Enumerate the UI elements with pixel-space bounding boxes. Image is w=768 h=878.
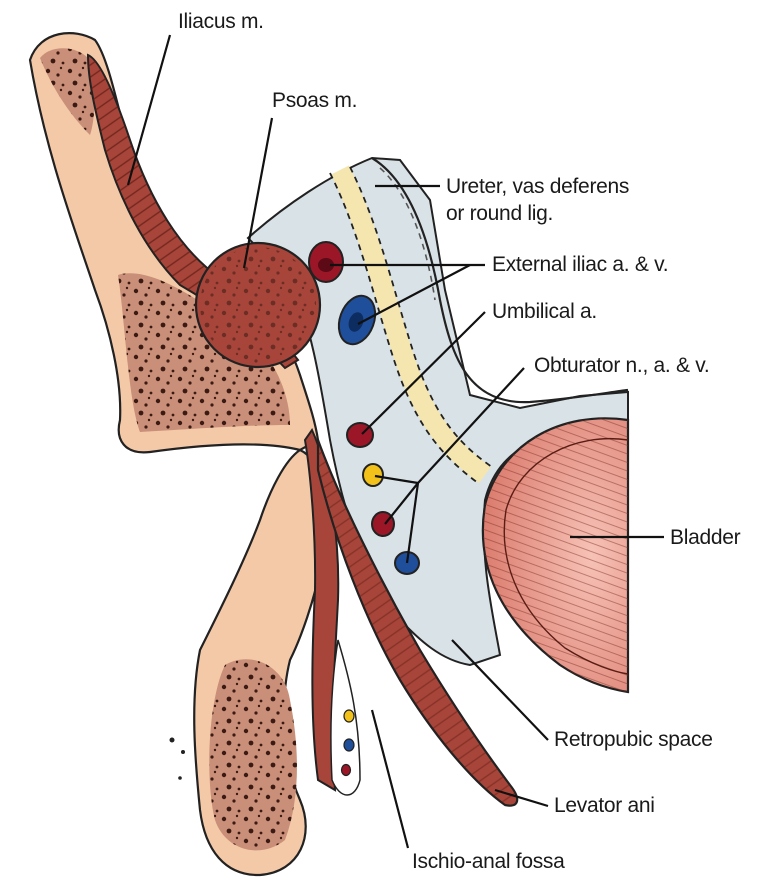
label-ureter-line1: Ureter, vas deferens	[446, 175, 629, 198]
label-obturator: Obturator n., a. & v.	[534, 354, 709, 377]
label-external-iliac: External iliac a. & v.	[492, 253, 668, 276]
pubic-marrow-speckle	[209, 659, 297, 850]
label-retropubic: Retropubic space	[554, 728, 713, 751]
obturator-nerve	[363, 464, 383, 486]
dot-mark	[178, 776, 182, 780]
leader-ischioanal	[372, 710, 408, 848]
dot-mark	[170, 738, 175, 743]
label-ureter-line2: or round lig.	[446, 202, 553, 225]
fossa-artery	[342, 765, 351, 776]
label-psoas: Psoas m.	[272, 89, 357, 112]
label-iliacus: Iliacus m.	[178, 10, 264, 33]
fossa-vein	[344, 739, 354, 751]
dot-mark	[181, 750, 185, 754]
leader-iliacus	[128, 35, 170, 185]
label-levator: Levator ani	[554, 794, 655, 817]
label-bladder: Bladder	[670, 526, 741, 549]
psoas-muscle-texture	[200, 247, 316, 363]
label-umbilical: Umbilical a.	[492, 300, 597, 323]
fossa-nerve	[344, 710, 354, 722]
label-ischioanal: Ischio-anal fossa	[412, 850, 565, 873]
